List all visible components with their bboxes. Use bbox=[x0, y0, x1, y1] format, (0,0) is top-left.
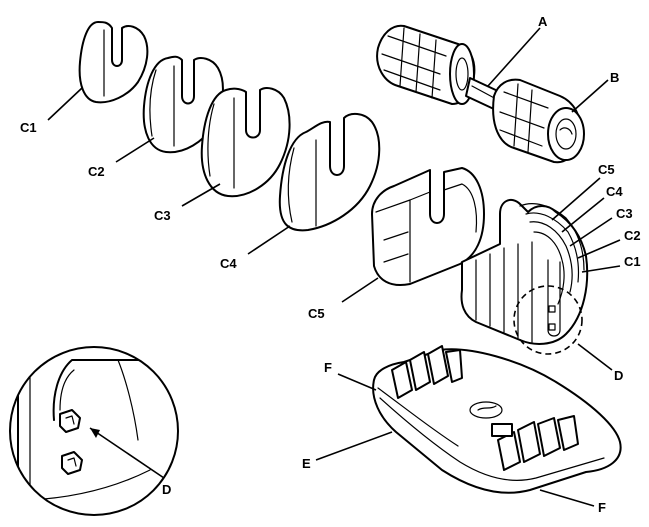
label-b: B bbox=[610, 70, 619, 85]
label-c5-stack: C5 bbox=[598, 162, 615, 177]
label-d-inset: D bbox=[162, 482, 171, 497]
label-c3-stack: C3 bbox=[616, 206, 633, 221]
label-d-stack: D bbox=[614, 368, 623, 383]
label-c1-stack: C1 bbox=[624, 254, 641, 269]
label-e: E bbox=[302, 456, 311, 471]
plate-c1 bbox=[80, 22, 148, 102]
plate-c3 bbox=[202, 88, 290, 196]
label-f-bottom: F bbox=[598, 500, 606, 515]
label-c2-stack: C2 bbox=[624, 228, 641, 243]
label-c3-plate: C3 bbox=[154, 208, 171, 223]
label-c1-plate: C1 bbox=[20, 120, 37, 135]
label-c2-plate: C2 bbox=[88, 164, 105, 179]
label-a: A bbox=[538, 14, 548, 29]
label-c5-block: C5 bbox=[308, 306, 325, 321]
handle-assembly bbox=[377, 26, 584, 162]
base-cradle bbox=[373, 346, 620, 493]
label-c4-plate: C4 bbox=[220, 256, 237, 271]
label-f-top: F bbox=[324, 360, 332, 375]
label-c4-stack: C4 bbox=[606, 184, 623, 199]
plate-c4 bbox=[280, 114, 379, 230]
